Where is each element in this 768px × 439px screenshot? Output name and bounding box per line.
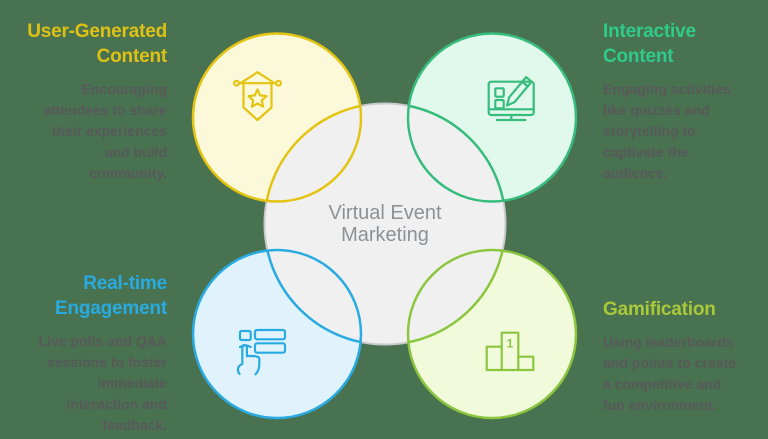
circle-outline-gamification: [406, 248, 578, 420]
live-poll-hand-icon: [236, 328, 287, 376]
podium-rank-label: 1: [507, 337, 514, 351]
section-description-gamification: Using leaderboards and points to create …: [603, 334, 737, 413]
section-block-user-generated-content: User-Generated Content Encouraging atten…: [20, 19, 167, 184]
circle-outline-interactive-content: [406, 32, 578, 203]
circle-outline-user-generated-content: [191, 32, 363, 203]
section-description-interactive-content: Engaging activities like quizzes and sto…: [603, 81, 731, 181]
center-circle: [263, 102, 507, 346]
leaderboard-podium-icon: 1: [485, 331, 535, 372]
center-title: Virtual Event Marketing: [328, 202, 442, 246]
section-block-interactive-content: Interactive Content Engaging activities …: [603, 19, 748, 184]
section-description-user-generated-content: Encouraging attendees to share their exp…: [43, 81, 167, 181]
section-block-gamification: Gamification Using leaderboards and poin…: [603, 297, 748, 416]
section-block-real-time-engagement: Real-time Engagement Live polls and Q&A …: [20, 271, 168, 436]
banner-star-icon: [232, 71, 282, 122]
quiz-monitor-pencil-icon: [487, 76, 535, 122]
section-description-real-time-engagement: Live polls and Q&A sessions to foster im…: [38, 333, 167, 433]
circle-outline-real-time-engagement: [191, 248, 363, 420]
section-title-user-generated-content: User-Generated Content: [27, 21, 167, 67]
section-title-real-time-engagement: Real-time Engagement: [54, 273, 167, 319]
section-title-interactive-content: Interactive Content: [603, 21, 696, 67]
section-title-gamification: Gamification: [603, 299, 716, 320]
